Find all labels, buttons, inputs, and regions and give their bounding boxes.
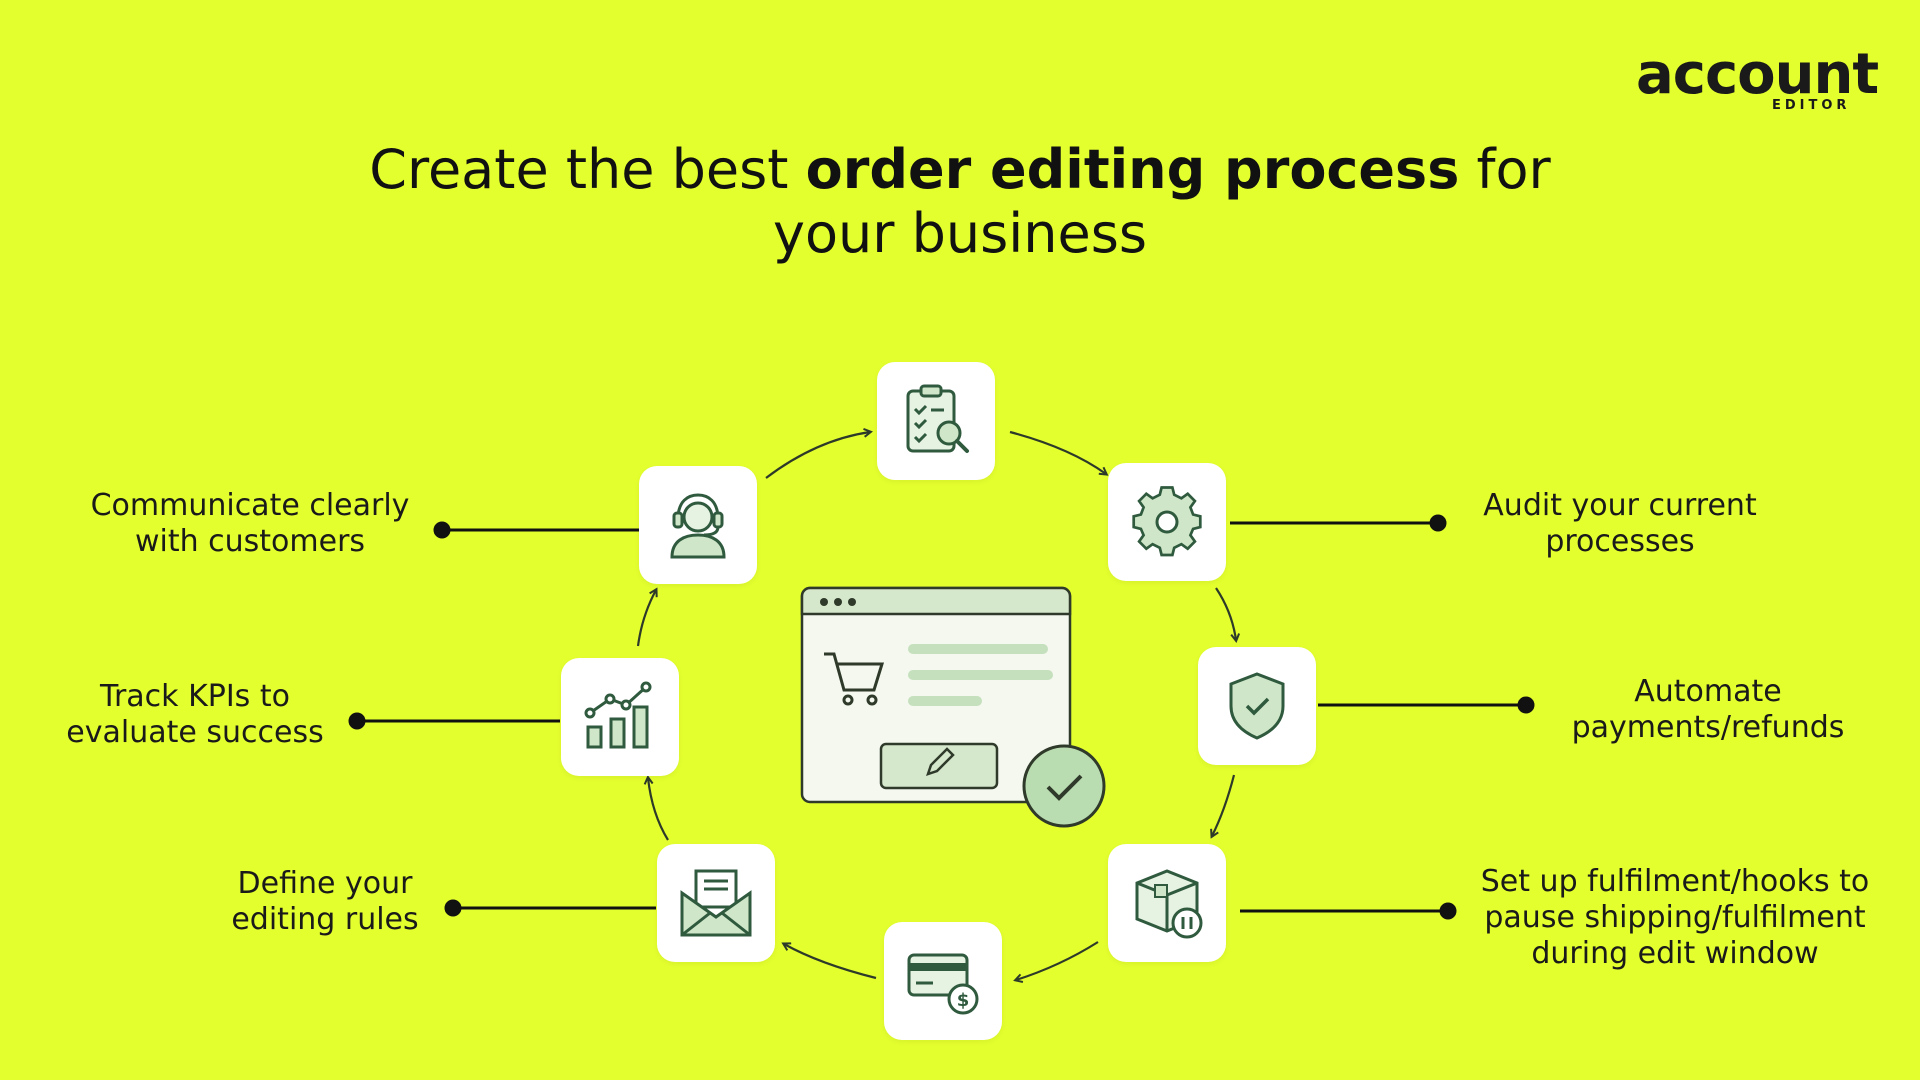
gear-icon-tile: [1108, 463, 1226, 581]
clipboard-search-icon: [906, 384, 969, 453]
bar-chart-icon-tile: [561, 658, 679, 776]
connector-dot-fulfilment: [1439, 902, 1457, 920]
package-pause-icon: [1135, 869, 1203, 939]
clipboard-search-icon-tile: [877, 362, 995, 480]
headset-agent-icon: [670, 493, 726, 559]
label-define-line2: editing rules: [231, 902, 419, 937]
label-define: Define your editing rules: [200, 866, 450, 938]
connector-dot-communicate: [433, 521, 451, 539]
envelope-icon: [680, 869, 752, 937]
envelope-icon-tile: [657, 844, 775, 962]
connector-dot-automate: [1517, 696, 1535, 714]
label-audit-line2: processes: [1545, 524, 1695, 559]
arrow-4: [1212, 774, 1236, 836]
account-editor-logo: account EDITOR: [1630, 42, 1879, 116]
check-circle-icon: [1022, 744, 1106, 828]
arrow-6: [784, 944, 877, 980]
arrow-8: [636, 590, 656, 647]
arrow-3: [1215, 587, 1236, 640]
title-part1: Create the best: [369, 138, 806, 201]
logo-wordmark: account: [1636, 42, 1879, 107]
label-fulfilment-line1: Set up fulfilment/hooks to: [1480, 864, 1870, 899]
package-pause-icon-tile: [1108, 844, 1226, 962]
label-communicate-line2: with customers: [134, 524, 366, 559]
arrow-1: [765, 432, 870, 479]
label-automate-line2: payments/refunds: [1571, 710, 1845, 745]
label-audit-line1: Audit your current: [1483, 488, 1757, 523]
svg-text:$: $: [957, 990, 970, 1011]
label-define-line1: Define your: [237, 866, 413, 901]
headset-agent-icon-tile: [639, 466, 757, 584]
title-bold: order editing process: [805, 138, 1460, 201]
label-track-line2: evaluate success: [66, 715, 324, 750]
credit-card-dollar-icon: $: [907, 953, 979, 1015]
label-audit: Audit your current processes: [1460, 488, 1780, 560]
arrow-2: [1009, 430, 1106, 474]
logo-subtitle: EDITOR: [1772, 98, 1851, 113]
label-fulfilment-line2: pause shipping/fulfilment: [1484, 900, 1866, 935]
shield-check-icon: [1229, 672, 1285, 740]
label-automate-line1: Automate: [1634, 674, 1782, 709]
connector-dot-audit: [1429, 514, 1447, 532]
credit-card-dollar-icon-tile: $: [884, 922, 1002, 1040]
label-communicate: Communicate clearly with customers: [70, 488, 430, 560]
bar-chart-icon: [584, 681, 652, 749]
shield-check-icon-tile: [1198, 647, 1316, 765]
browser-cart-icon: [800, 586, 1072, 804]
label-track: Track KPIs to evaluate success: [50, 679, 340, 751]
label-track-line1: Track KPIs to: [100, 679, 290, 714]
gear-icon: [1132, 486, 1202, 557]
connector-dot-define: [444, 899, 462, 917]
page-title: Create the best order editing process fo…: [260, 138, 1660, 266]
title-line2: your business: [773, 202, 1147, 265]
arrow-7: [648, 778, 669, 841]
label-automate: Automate payments/refunds: [1548, 674, 1868, 746]
pencil-icon: [926, 747, 955, 776]
title-part2: for: [1459, 138, 1551, 201]
arrow-5: [1016, 941, 1099, 980]
connector-dot-track: [348, 712, 366, 730]
label-fulfilment: Set up fulfilment/hooks to pause shippin…: [1450, 864, 1900, 972]
label-communicate-line1: Communicate clearly: [90, 488, 410, 523]
label-fulfilment-line3: during edit window: [1531, 936, 1819, 971]
